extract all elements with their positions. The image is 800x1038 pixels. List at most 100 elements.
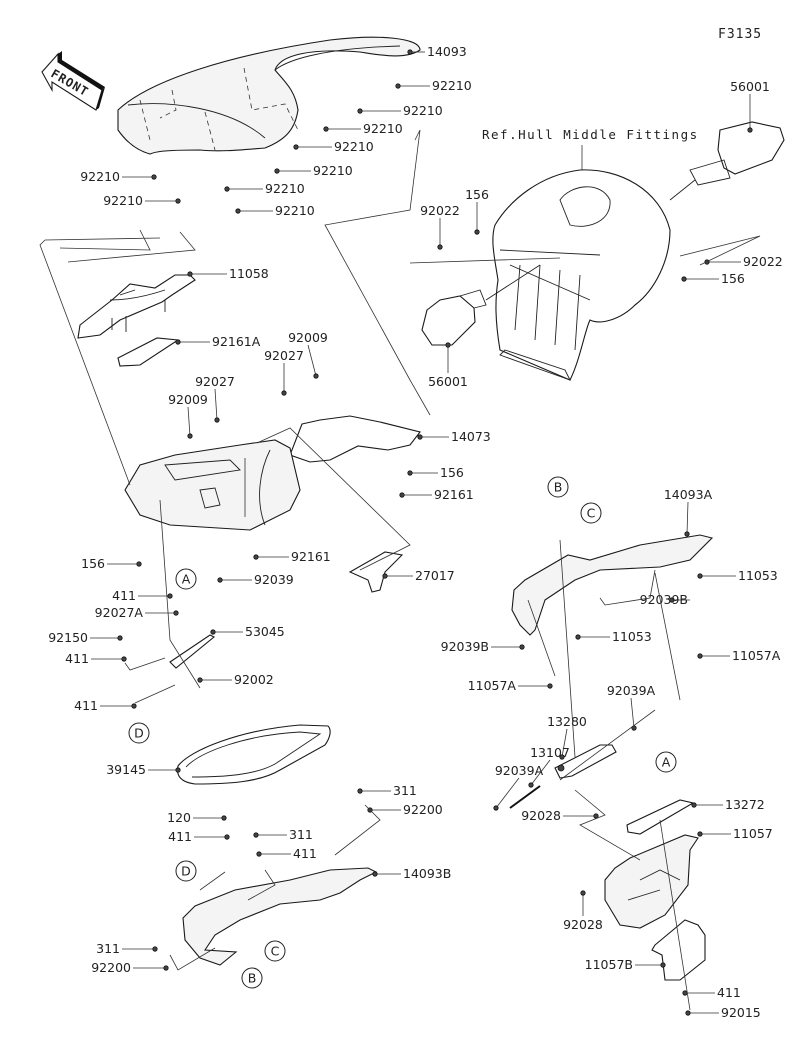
callout-92161a: 92161A (175, 334, 261, 349)
reference-marker-d: D (175, 860, 197, 882)
part-number-label[interactable]: 92161 (434, 487, 474, 502)
part-number-label[interactable]: 92027 (195, 374, 235, 389)
part-number-label[interactable]: 411 (74, 698, 98, 713)
part-number-label[interactable]: 11053 (738, 568, 778, 583)
hull-middle-fittings (492, 169, 671, 381)
part-number-label[interactable]: 11057A (468, 678, 517, 693)
fastener-icon (445, 342, 451, 348)
part-number-label[interactable]: 92039B (640, 592, 688, 607)
fastener-icon (697, 831, 703, 837)
part-number-label[interactable]: 13272 (725, 797, 765, 812)
part-number-label[interactable]: 156 (81, 556, 105, 571)
part-number-label[interactable]: 11057B (585, 957, 633, 972)
part-11057-holder (604, 834, 699, 929)
part-number-label[interactable]: 27017 (415, 568, 455, 583)
leader-line (561, 728, 568, 758)
marker-label: D (181, 864, 191, 879)
part-number-label[interactable]: 92027A (95, 605, 144, 620)
callout-92210: 92210 (224, 181, 305, 196)
fastener-icon (382, 573, 388, 579)
part-number-label[interactable]: 14093A (664, 487, 713, 502)
callout-92210: 92210 (80, 169, 157, 184)
part-number-label[interactable]: 92210 (275, 203, 315, 218)
part-number-label[interactable]: 92039A (607, 683, 656, 698)
fastener-icon (152, 946, 158, 952)
part-number-label[interactable]: 92027 (264, 348, 304, 363)
callout-92002: 92002 (197, 672, 274, 687)
callout-92009: 92009 (168, 392, 208, 439)
part-number-label[interactable]: 92150 (48, 630, 88, 645)
fastener-icon (528, 782, 534, 788)
callout-92161: 92161 (399, 487, 474, 502)
part-number-label[interactable]: 13107 (530, 745, 570, 760)
part-number-label[interactable]: 92210 (103, 193, 143, 208)
part-number-label[interactable]: 92200 (91, 960, 131, 975)
callout-92200: 92200 (91, 960, 169, 975)
part-number-label[interactable]: 311 (96, 941, 120, 956)
part-number-label[interactable]: 120 (167, 810, 191, 825)
part-number-label[interactable]: 11057A (732, 648, 781, 663)
part-number-label[interactable]: 92028 (563, 917, 603, 932)
part-number-label[interactable]: 156 (465, 187, 489, 202)
part-number-label[interactable]: 14073 (451, 429, 491, 444)
part-number-label[interactable]: 156 (721, 271, 745, 286)
part-number-label[interactable]: 92161 (291, 549, 331, 564)
part-number-label[interactable]: 311 (289, 827, 313, 842)
part-number-label[interactable]: 92009 (288, 330, 328, 345)
part-number-label[interactable]: 13280 (547, 714, 587, 729)
part-number-label[interactable]: 92039A (495, 763, 544, 778)
part-number-label[interactable]: 92022 (420, 203, 460, 218)
fastener-icon (131, 703, 137, 709)
part-number-label[interactable]: 92210 (363, 121, 403, 136)
part-number-label[interactable]: 92210 (80, 169, 120, 184)
part-number-label[interactable]: 411 (293, 846, 317, 861)
part-number-label[interactable]: 411 (112, 588, 136, 603)
callout-156: 156 (681, 271, 745, 286)
callout-411: 411 (112, 588, 173, 603)
part-number-label[interactable]: 311 (393, 783, 417, 798)
marker-circle-icon (655, 751, 677, 773)
reference-marker-c: C (264, 940, 286, 962)
part-number-label[interactable]: 92200 (403, 802, 443, 817)
part-number-label[interactable]: 92022 (743, 254, 783, 269)
fastener-icon (697, 573, 703, 579)
part-number-label[interactable]: 92210 (403, 103, 443, 118)
part-number-label[interactable]: 92015 (721, 1005, 761, 1020)
callout-11057a: 11057A (468, 678, 553, 693)
part-number-label[interactable]: 156 (440, 465, 464, 480)
fastener-icon (357, 788, 363, 794)
part-number-label[interactable]: 92210 (313, 163, 353, 178)
fastener-icon (121, 656, 127, 662)
part-number-label[interactable]: 92039B (441, 639, 489, 654)
part-number-label[interactable]: 411 (168, 829, 192, 844)
callout-14093b: 14093B (372, 866, 451, 881)
part-number-label[interactable]: 14093 (427, 44, 467, 59)
leader-line (686, 501, 689, 535)
leader-line (530, 759, 551, 786)
part-number-label[interactable]: 411 (717, 985, 741, 1000)
part-number-label[interactable]: 53045 (245, 624, 285, 639)
part-number-label[interactable]: 92002 (234, 672, 274, 687)
fastener-icon (593, 813, 599, 819)
part-number-label[interactable]: 56001 (730, 79, 770, 94)
fastener-icon (224, 186, 230, 192)
part-number-label[interactable]: 411 (65, 651, 89, 666)
marker-label: C (271, 944, 280, 959)
part-number-label[interactable]: 39145 (106, 762, 146, 777)
front-arrow-icon: FRONT (41, 51, 105, 111)
part-number-label[interactable]: 56001 (428, 374, 468, 389)
part-number-label[interactable]: 92028 (521, 808, 561, 823)
part-number-label[interactable]: 92210 (334, 139, 374, 154)
callout-411: 411 (65, 651, 127, 666)
part-number-label[interactable]: 92210 (432, 78, 472, 93)
fastener-icon (224, 834, 230, 840)
marker-circle-icon (128, 722, 150, 744)
part-number-label[interactable]: 92161A (212, 334, 261, 349)
part-number-label[interactable]: 11058 (229, 266, 269, 281)
part-number-label[interactable]: 14093B (403, 866, 451, 881)
part-number-label[interactable]: 92210 (265, 181, 305, 196)
part-number-label[interactable]: 92039 (254, 572, 294, 587)
part-number-label[interactable]: 11053 (612, 629, 652, 644)
part-number-label[interactable]: 92009 (168, 392, 208, 407)
part-number-label[interactable]: 11057 (733, 826, 773, 841)
